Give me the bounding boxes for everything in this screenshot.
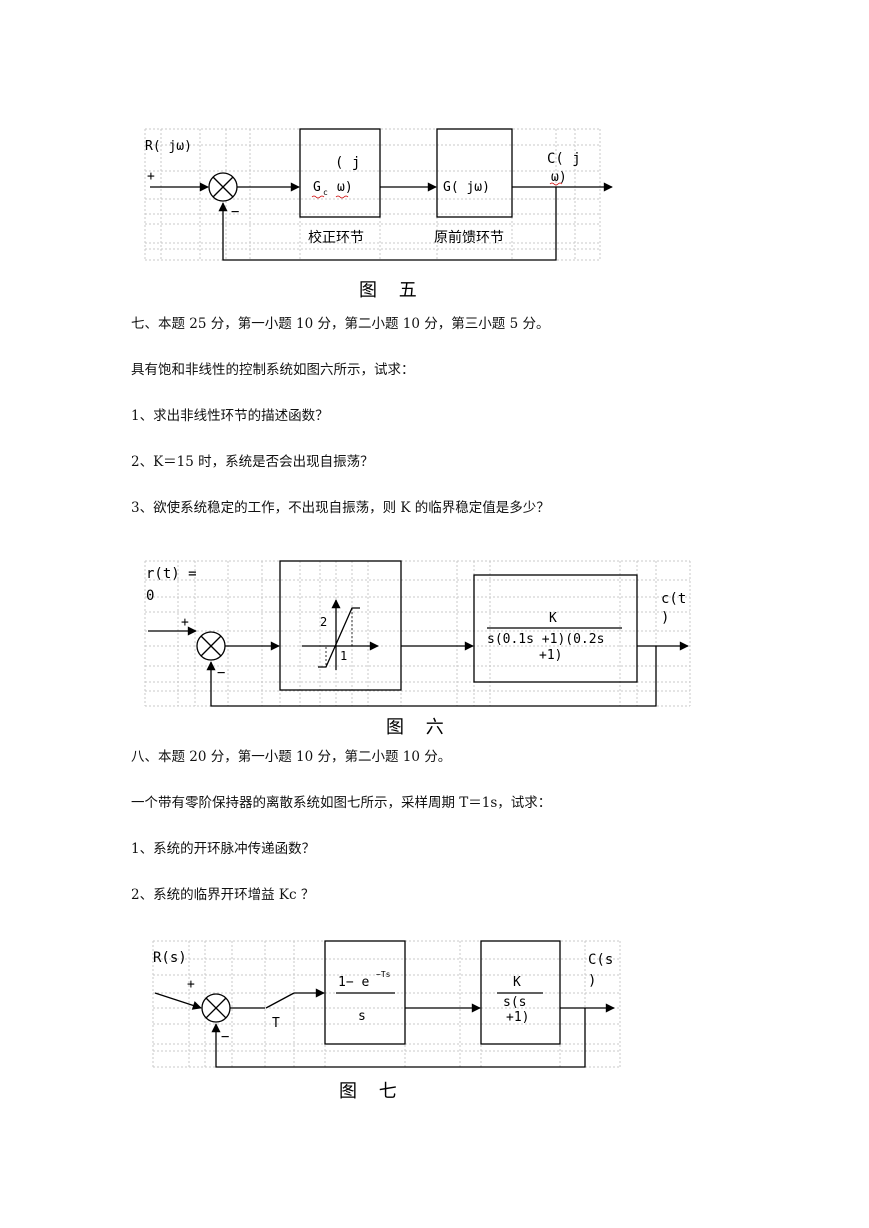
q8-item-1: 1、系统的开环脉冲传递函数？ bbox=[131, 841, 316, 857]
q8-heading: 八、本题 20 分，第一小题 10 分，第二小题 10 分。 bbox=[131, 749, 452, 765]
figure-5-block-diagram: R( jω) + − ( j G c ω) G( jω) C( j ω) 校正环… bbox=[144, 128, 613, 261]
fig6-output-bottom: ) bbox=[661, 610, 669, 626]
fig7-output-bottom: ) bbox=[588, 973, 596, 989]
q7-item-2: 2、K＝15 时，系统是否会出现自振荡？ bbox=[131, 454, 374, 470]
fig6-input-top: r(t) = bbox=[146, 566, 197, 582]
fig6-input-bottom: 0 bbox=[146, 588, 154, 604]
fig7-output-top: C(s bbox=[588, 952, 613, 968]
fig5-label-plant: 原前馈环节 bbox=[434, 229, 504, 246]
q7-item-1: 1、求出非线性环节的描述函数？ bbox=[131, 408, 329, 424]
fig6-output-top: c(t bbox=[661, 591, 686, 607]
figure-6-caption: 图 六 bbox=[386, 717, 452, 738]
fig5-block2-label: G( jω) bbox=[443, 180, 490, 195]
fig7-plant-numerator: K bbox=[513, 975, 521, 990]
fig7-plant-denominator-1: s(s bbox=[503, 995, 526, 1010]
figure-7-block-diagram: R(s) + − T 1− e −Ts s K s(s +1) C(s ) bbox=[152, 940, 621, 1068]
fig7-plant-block bbox=[480, 940, 561, 1045]
fig7-sampler-label: T bbox=[272, 1016, 280, 1031]
fig7-zoh-denominator: s bbox=[358, 1009, 366, 1024]
figure-6-grid bbox=[144, 560, 691, 707]
fig5-block1-g: G bbox=[313, 180, 321, 195]
figure-7-caption: 图 七 bbox=[339, 1081, 405, 1102]
fig7-sampler-switch bbox=[265, 992, 295, 1009]
fig5-output-underline bbox=[549, 182, 563, 186]
q8-item-2: 2、系统的临界开环增益 Kc ？ bbox=[131, 887, 315, 903]
fig6-saturation-curve bbox=[318, 607, 360, 668]
fig5-minus-sign: − bbox=[231, 204, 239, 220]
fig7-plant-denominator-2: +1) bbox=[506, 1010, 529, 1025]
fig5-output-top: C( j bbox=[547, 151, 581, 167]
fig6-plus-sign: + bbox=[181, 615, 189, 630]
fig5-block1-top: ( j bbox=[335, 155, 360, 171]
fig7-zoh-exponent: −Ts bbox=[376, 970, 391, 979]
fig7-zoh-block bbox=[324, 940, 406, 1045]
fig5-block1-sub: c bbox=[323, 188, 328, 197]
fig6-saturation-level: 2 bbox=[320, 615, 327, 629]
fig6-denominator-2: +1) bbox=[539, 648, 562, 663]
q7-item-3: 3、欲使系统稳定的工作，不出现自振荡，则 K 的临界稳定值是多少？ bbox=[131, 500, 550, 516]
fig5-compensator-block bbox=[299, 128, 381, 218]
q7-heading: 七、本题 25 分，第一小题 10 分，第二小题 10 分，第三小题 5 分。 bbox=[131, 316, 550, 332]
fig5-spell-underline bbox=[311, 195, 349, 199]
fig5-label-compensator: 校正环节 bbox=[308, 229, 364, 246]
fig7-plus-sign: + bbox=[187, 977, 195, 992]
fig6-minus-sign: − bbox=[217, 665, 225, 681]
fig6-plant-block bbox=[473, 574, 638, 683]
fig6-nonlinear-block bbox=[279, 560, 402, 691]
q8-intro: 一个带有零阶保持器的离散系统如图七所示，采样周期 T＝1s，试求： bbox=[131, 795, 552, 811]
fig7-zoh-numerator: 1− e bbox=[338, 975, 369, 990]
fig5-plus-sign: + bbox=[147, 169, 155, 184]
fig7-minus-sign: − bbox=[221, 1029, 229, 1045]
fig6-denominator-1: s(0.1s +1)(0.2s bbox=[487, 632, 604, 647]
figure-5-caption: 图 五 bbox=[359, 280, 425, 301]
fig5-input-label: R( jω) bbox=[145, 139, 192, 154]
figure-6-block-diagram: r(t) = 0 + − 2 1 K s(0.1s +1)(0.2s +1) c… bbox=[144, 560, 691, 707]
fig7-input-label: R(s) bbox=[153, 950, 187, 966]
fig6-numerator: K bbox=[549, 611, 557, 626]
q7-intro: 具有饱和非线性的控制系统如图六所示，试求： bbox=[131, 362, 415, 378]
fig5-output-bottom: ω) bbox=[551, 170, 567, 185]
fig5-plant-block bbox=[436, 128, 513, 218]
fig6-saturation-slope: 1 bbox=[340, 649, 347, 663]
fig5-block1-omega: ω) bbox=[337, 180, 353, 195]
